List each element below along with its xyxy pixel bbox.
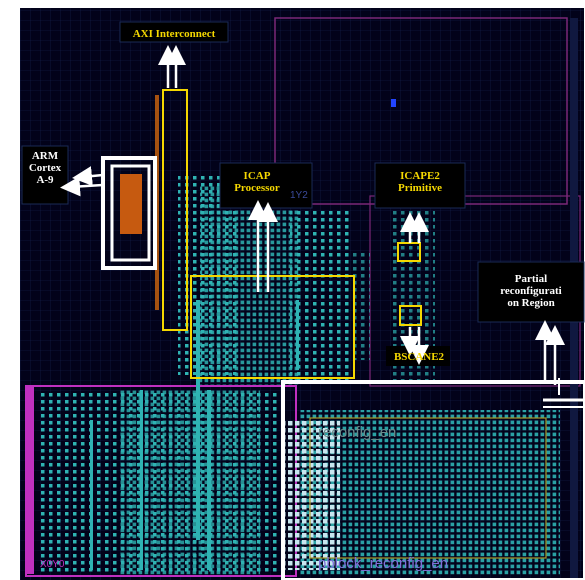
clock-region-x0y0: X0Y0 bbox=[40, 559, 65, 570]
axi-interconnect-label: AXI Interconnect bbox=[133, 28, 216, 40]
bscane2-label: BSCANE2 bbox=[394, 351, 445, 363]
clock-region-x1y2: 1Y2 bbox=[290, 190, 308, 201]
icape2-primitive-label: ICAPE2 Primitive bbox=[380, 170, 460, 194]
partial-reconfig-label: Partial reconfigurati on Region bbox=[484, 273, 578, 309]
reconfig-en-label: reconfig_en bbox=[318, 424, 396, 441]
magenta-strip-left bbox=[26, 386, 34, 574]
arm-cortex-label: ARM Cortex A-9 bbox=[22, 150, 68, 186]
blue-marker bbox=[391, 99, 396, 107]
pblock-reconfig-en-label: pblock_reconfig_en bbox=[318, 555, 448, 572]
icap-processor-label: ICAP Processor bbox=[222, 170, 292, 194]
